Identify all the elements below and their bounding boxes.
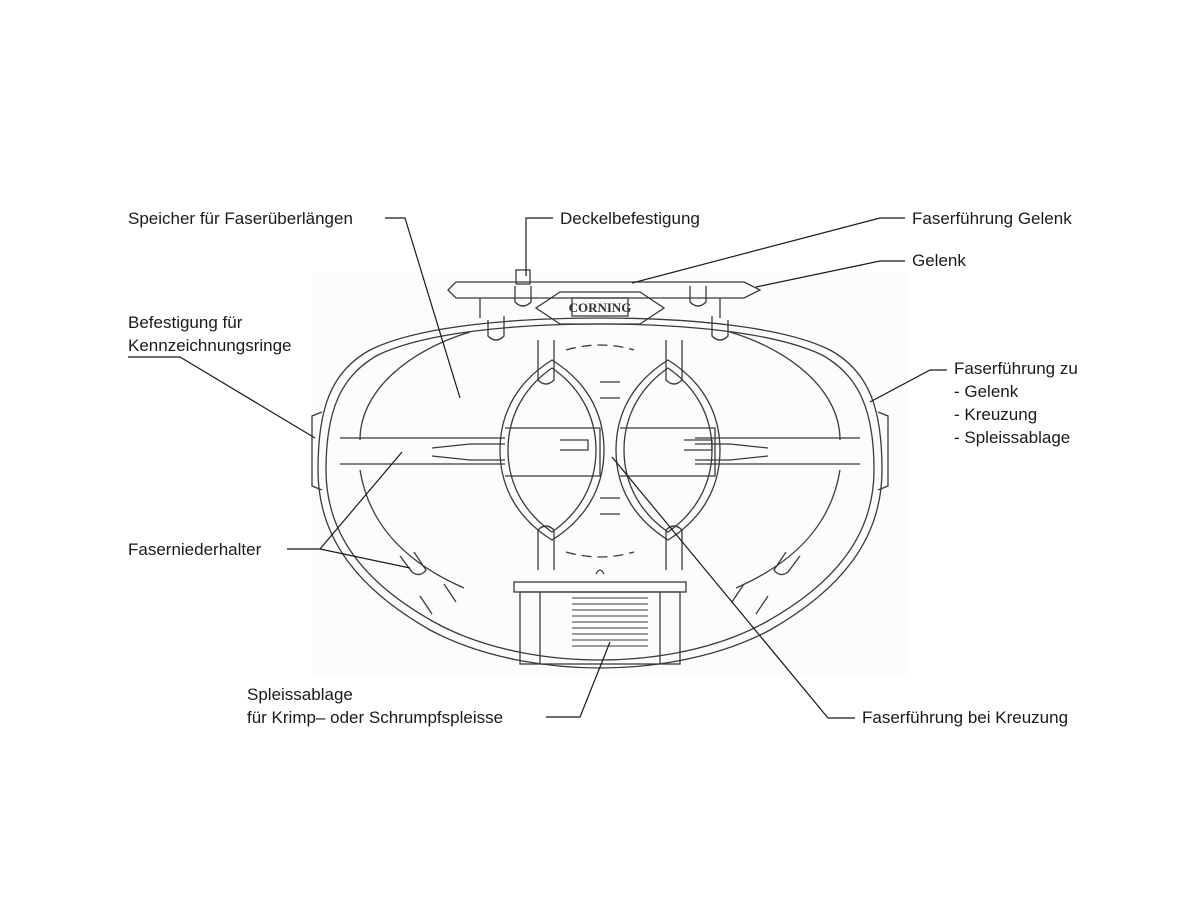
label-spleiss-line1: Spleissablage [247,685,353,704]
label-niederhalter-text: Faserniederhalter [128,540,262,559]
leader-kreuzung [611,456,855,719]
leader-spleiss [546,641,611,718]
leader-deckel [525,217,553,276]
leader-speicher [385,217,461,399]
label-faserniederhalter: Faserniederhalter [128,538,261,561]
label-faserfuehrung-zu: Faserführung zu - Gelenk - Kreuzung - Sp… [954,357,1078,449]
label-befestigung-line1: Befestigung für [128,313,243,332]
label-speicher: Speicher für Faserüberlängen [128,207,353,230]
leader-niederhalter [287,451,411,569]
label-zu-line2: - Gelenk [954,382,1019,401]
splice-slots [572,591,648,647]
label-speicher-text: Speicher für Faserüberlängen [128,209,353,228]
label-befestigung-line2: Kennzeichnungsringe [128,336,292,355]
label-faserfuehrung-gelenk: Faserführung Gelenk [912,207,1072,230]
label-zu-line4: - Spleissablage [954,428,1071,447]
label-faserfuehrung-kreuzung: Faserführung bei Kreuzung [862,706,1068,729]
label-gelenk: Gelenk [912,249,966,272]
label-kreuzung-text: Faserführung bei Kreuzung [862,708,1069,727]
tray-outline [311,269,889,669]
label-gelenk-text: Gelenk [912,251,966,270]
label-befestigung: Befestigung für Kennzeichnungsringe [128,311,292,357]
label-spleiss-line2: für Krimp– oder Schrumpfspleisse [247,708,504,727]
label-spleissablage: Spleissablage für Krimp– oder Schrumpfsp… [247,683,503,729]
drawing-background [312,272,908,675]
corning-logo: CORNING [569,300,632,315]
leader-gelenk-fuehrung [631,217,905,284]
leader-gelenk [755,260,905,288]
leader-lines [128,217,947,719]
label-zu-line1: Faserführung zu [954,359,1078,378]
label-deckelbefestigung: Deckelbefestigung [560,207,700,230]
label-deckel-text: Deckelbefestigung [560,209,700,228]
label-zu-line3: - Kreuzung [954,405,1038,424]
label-gelenk-fuehrung-text: Faserführung Gelenk [912,209,1072,228]
leader-befestigung [128,356,316,439]
leader-zu [869,369,947,403]
